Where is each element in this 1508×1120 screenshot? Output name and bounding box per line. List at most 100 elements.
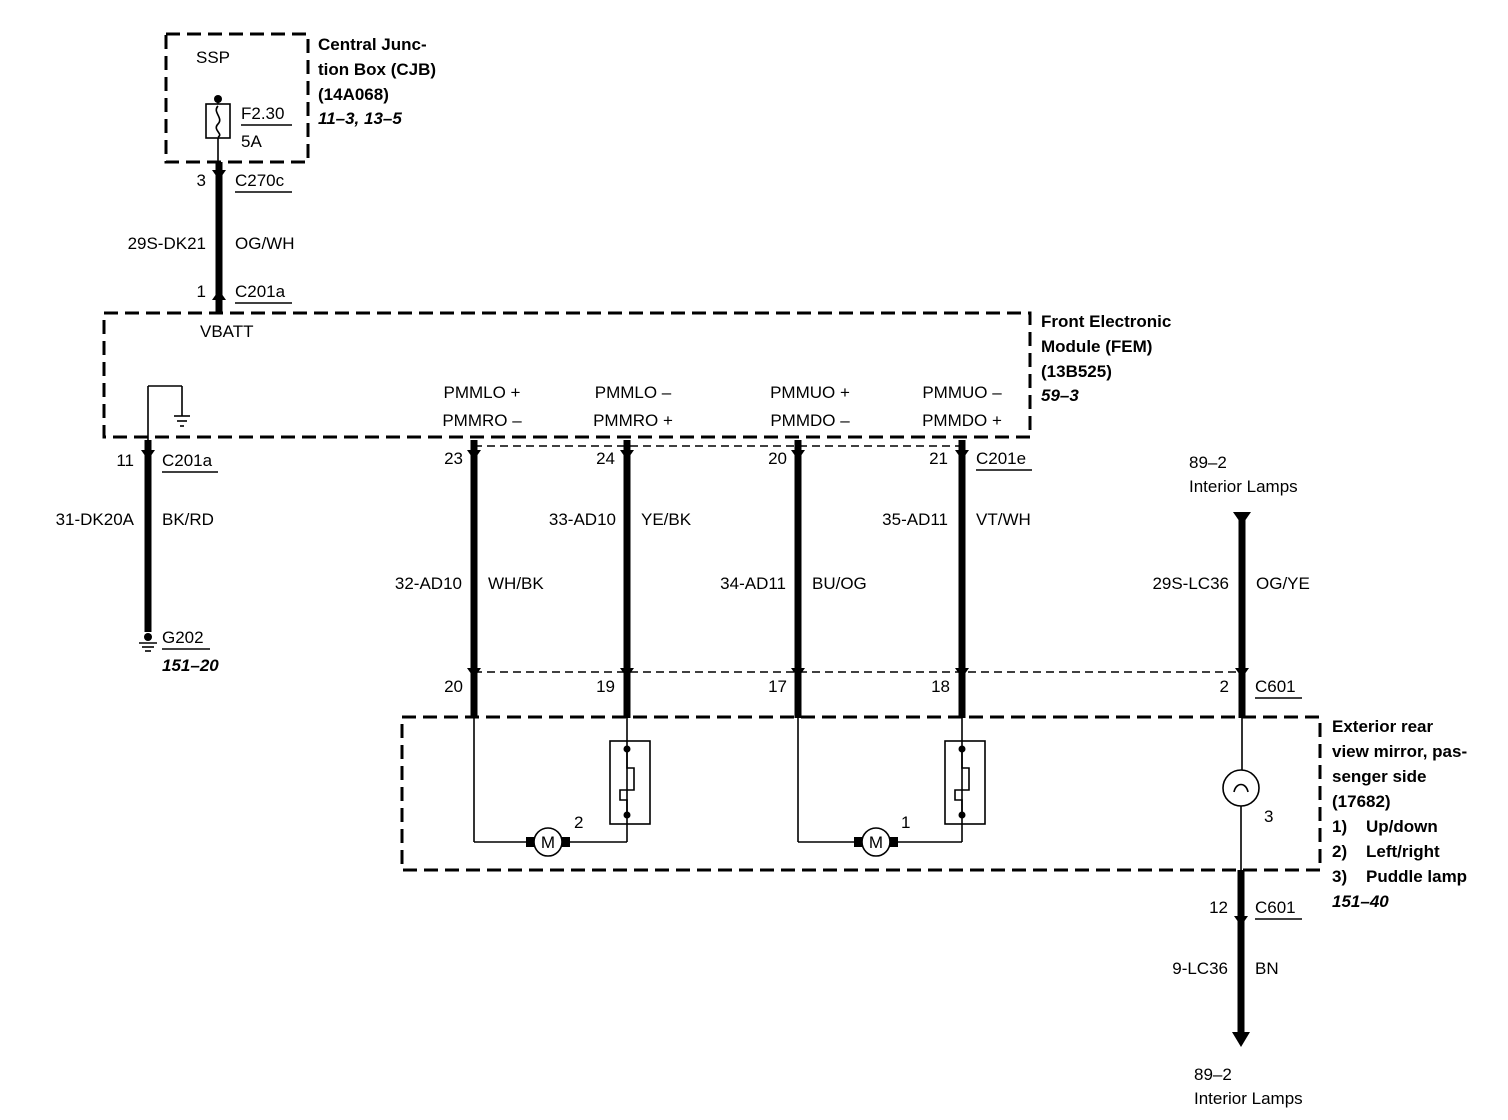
feed-wire: 3 C270c 29S-DK21 OG/WH 1 C201a [128, 162, 295, 312]
ground-circuit-number: 31-DK20A [56, 510, 135, 529]
fem-ref: 59–3 [1041, 386, 1079, 405]
motor-2-letter: M [541, 833, 555, 852]
fem-part-number: (13B525) [1041, 362, 1112, 381]
cjb-ssp-label: SSP [196, 48, 230, 67]
c601-pin-17: 17 [768, 677, 787, 696]
connector-c201a-icon [212, 290, 226, 300]
cjb-ref: 11–3, 13–5 [318, 109, 402, 128]
ground-ref: 151–20 [162, 656, 219, 675]
c201e-name: C201e [976, 449, 1026, 468]
mirror-title-line1: Exterior rear [1332, 717, 1433, 736]
c201e-pin-23: 23 [444, 449, 463, 468]
cjb-part-number: (14A068) [318, 85, 389, 104]
connector-c201e: 23 24 20 21 C201e [444, 445, 1032, 471]
c601-pin-18: 18 [931, 677, 950, 696]
c201e-pin-24: 24 [596, 449, 615, 468]
thermal-protector-1-icon [944, 740, 986, 825]
ground-name: G202 [162, 628, 204, 647]
mirror-item1: Up/down [1366, 817, 1438, 836]
feed-wire-color: OG/WH [235, 234, 295, 253]
connector-c270c-icon [212, 170, 226, 180]
fuse-id: F2.30 [241, 104, 284, 123]
puddle-lamp-circuit: 3 [1222, 718, 1273, 870]
cjb-block: SSP F2.30 5A Central Junc- tion Box (CJB… [164, 32, 436, 164]
wire-2-circuit: 33-AD10 [549, 510, 616, 529]
c270c-name: C270c [235, 171, 285, 190]
fem-sig3-b: PMMDO – [770, 411, 850, 430]
wire-1-color: WH/BK [488, 574, 544, 593]
cjb-title-line2: tion Box (CJB) [318, 60, 436, 79]
mirror-title-line3: senger side [1332, 767, 1427, 786]
mirror-box [400, 715, 1322, 872]
fem-sig1-b: PMMRO – [442, 411, 522, 430]
ground-connector: C201a [162, 451, 213, 470]
c201e-pin-21: 21 [929, 449, 948, 468]
ground-wire-color: BK/RD [162, 510, 214, 529]
mirror-block: M 2 M 1 [400, 715, 1467, 911]
c270c-pin: 3 [197, 171, 206, 190]
motor-2-circuit: M 2 [473, 718, 651, 857]
c201a-top-name: C201a [235, 282, 286, 301]
fem-title-line2: Module (FEM) [1041, 337, 1152, 356]
c601-pin-19: 19 [596, 677, 615, 696]
wire-1-circuit: 32-AD10 [395, 574, 462, 593]
c201e-pin-20: 20 [768, 449, 787, 468]
motor-2-number: 2 [574, 813, 583, 832]
mirror-item2-num: 2) [1332, 842, 1347, 861]
ground-pin: 11 [116, 451, 134, 470]
bottom-wire-circuit: 9-LC36 [1172, 959, 1228, 978]
thermal-protector-2-icon [609, 740, 651, 825]
arrow-down-bottom-icon [1232, 1032, 1250, 1047]
lamp-number: 3 [1264, 807, 1273, 826]
puddle-lamp-icon [1222, 769, 1260, 807]
connector-c201a-ground-icon [141, 450, 155, 460]
fem-sig1-a: PMMLO + [444, 383, 521, 402]
fem-box [102, 311, 1032, 439]
fem-vbatt: VBATT [200, 322, 254, 341]
cjb-title-line1: Central Junc- [318, 35, 427, 54]
interior-lamps-feed: 89–2 Interior Lamps 29S-LC36 OG/YE [1152, 453, 1310, 718]
c601-top-name: C601 [1255, 677, 1296, 696]
bottom-wire-color: BN [1255, 959, 1279, 978]
interior-bottom-ref: 89–2 [1194, 1065, 1232, 1084]
motor-1-number: 1 [901, 813, 910, 832]
fuse-rating: 5A [241, 132, 262, 151]
interior-bottom-label: Interior Lamps [1194, 1089, 1303, 1108]
c201a-top-pin: 1 [197, 282, 206, 301]
motor-1-circuit: M 1 [797, 718, 986, 857]
mirror-title-line2: view mirror, pas- [1332, 742, 1467, 761]
lamp-wire-color: OG/YE [1256, 574, 1310, 593]
c601-pin-20: 20 [444, 677, 463, 696]
wire-2-color: YE/BK [641, 510, 692, 529]
fem-sig2-a: PMMLO – [595, 383, 672, 402]
feed-wire-circuit: 29S-DK21 [128, 234, 206, 253]
c601-pin-2: 2 [1220, 677, 1229, 696]
motor-1-letter: M [869, 833, 883, 852]
interior-top-label: Interior Lamps [1189, 477, 1298, 496]
c601-bottom-pin: 12 [1209, 898, 1228, 917]
fuse-icon [205, 95, 231, 162]
wire-4-circuit: 35-AD11 [882, 510, 948, 529]
interior-lamps-return: 12 C601 9-LC36 BN 89–2 Interior Lamps [1172, 870, 1303, 1108]
fem-sig4-b: PMMDO + [922, 411, 1002, 430]
fem-title-line1: Front Electronic [1041, 312, 1171, 331]
mirror-item1-num: 1) [1332, 817, 1347, 836]
fem-sig4-a: PMMUO – [922, 383, 1002, 402]
mirror-part-number: (17682) [1332, 792, 1391, 811]
wire-3-circuit: 34-AD11 [720, 574, 786, 593]
fem-internal-ground-icon [147, 385, 190, 440]
wire-3-color: BU/OG [812, 574, 867, 593]
wire-4-color: VT/WH [976, 510, 1031, 529]
fem-sig3-a: PMMUO + [770, 383, 850, 402]
ground-circuit: 11 C201a 31-DK20A BK/RD G202 151–20 [56, 440, 219, 675]
mirror-item3-num: 3) [1332, 867, 1347, 886]
mirror-ref: 151–40 [1332, 892, 1389, 911]
mirror-item3: Puddle lamp [1366, 867, 1467, 886]
arrow-down-icon [1233, 512, 1251, 525]
interior-top-ref: 89–2 [1189, 453, 1227, 472]
fem-block: VBATT PMMLO + PMMRO – PMMLO – PMMRO + PM… [102, 311, 1171, 440]
cjb-box [164, 32, 310, 164]
fem-sig2-b: PMMRO + [593, 411, 673, 430]
ground-g202-icon [139, 633, 157, 652]
